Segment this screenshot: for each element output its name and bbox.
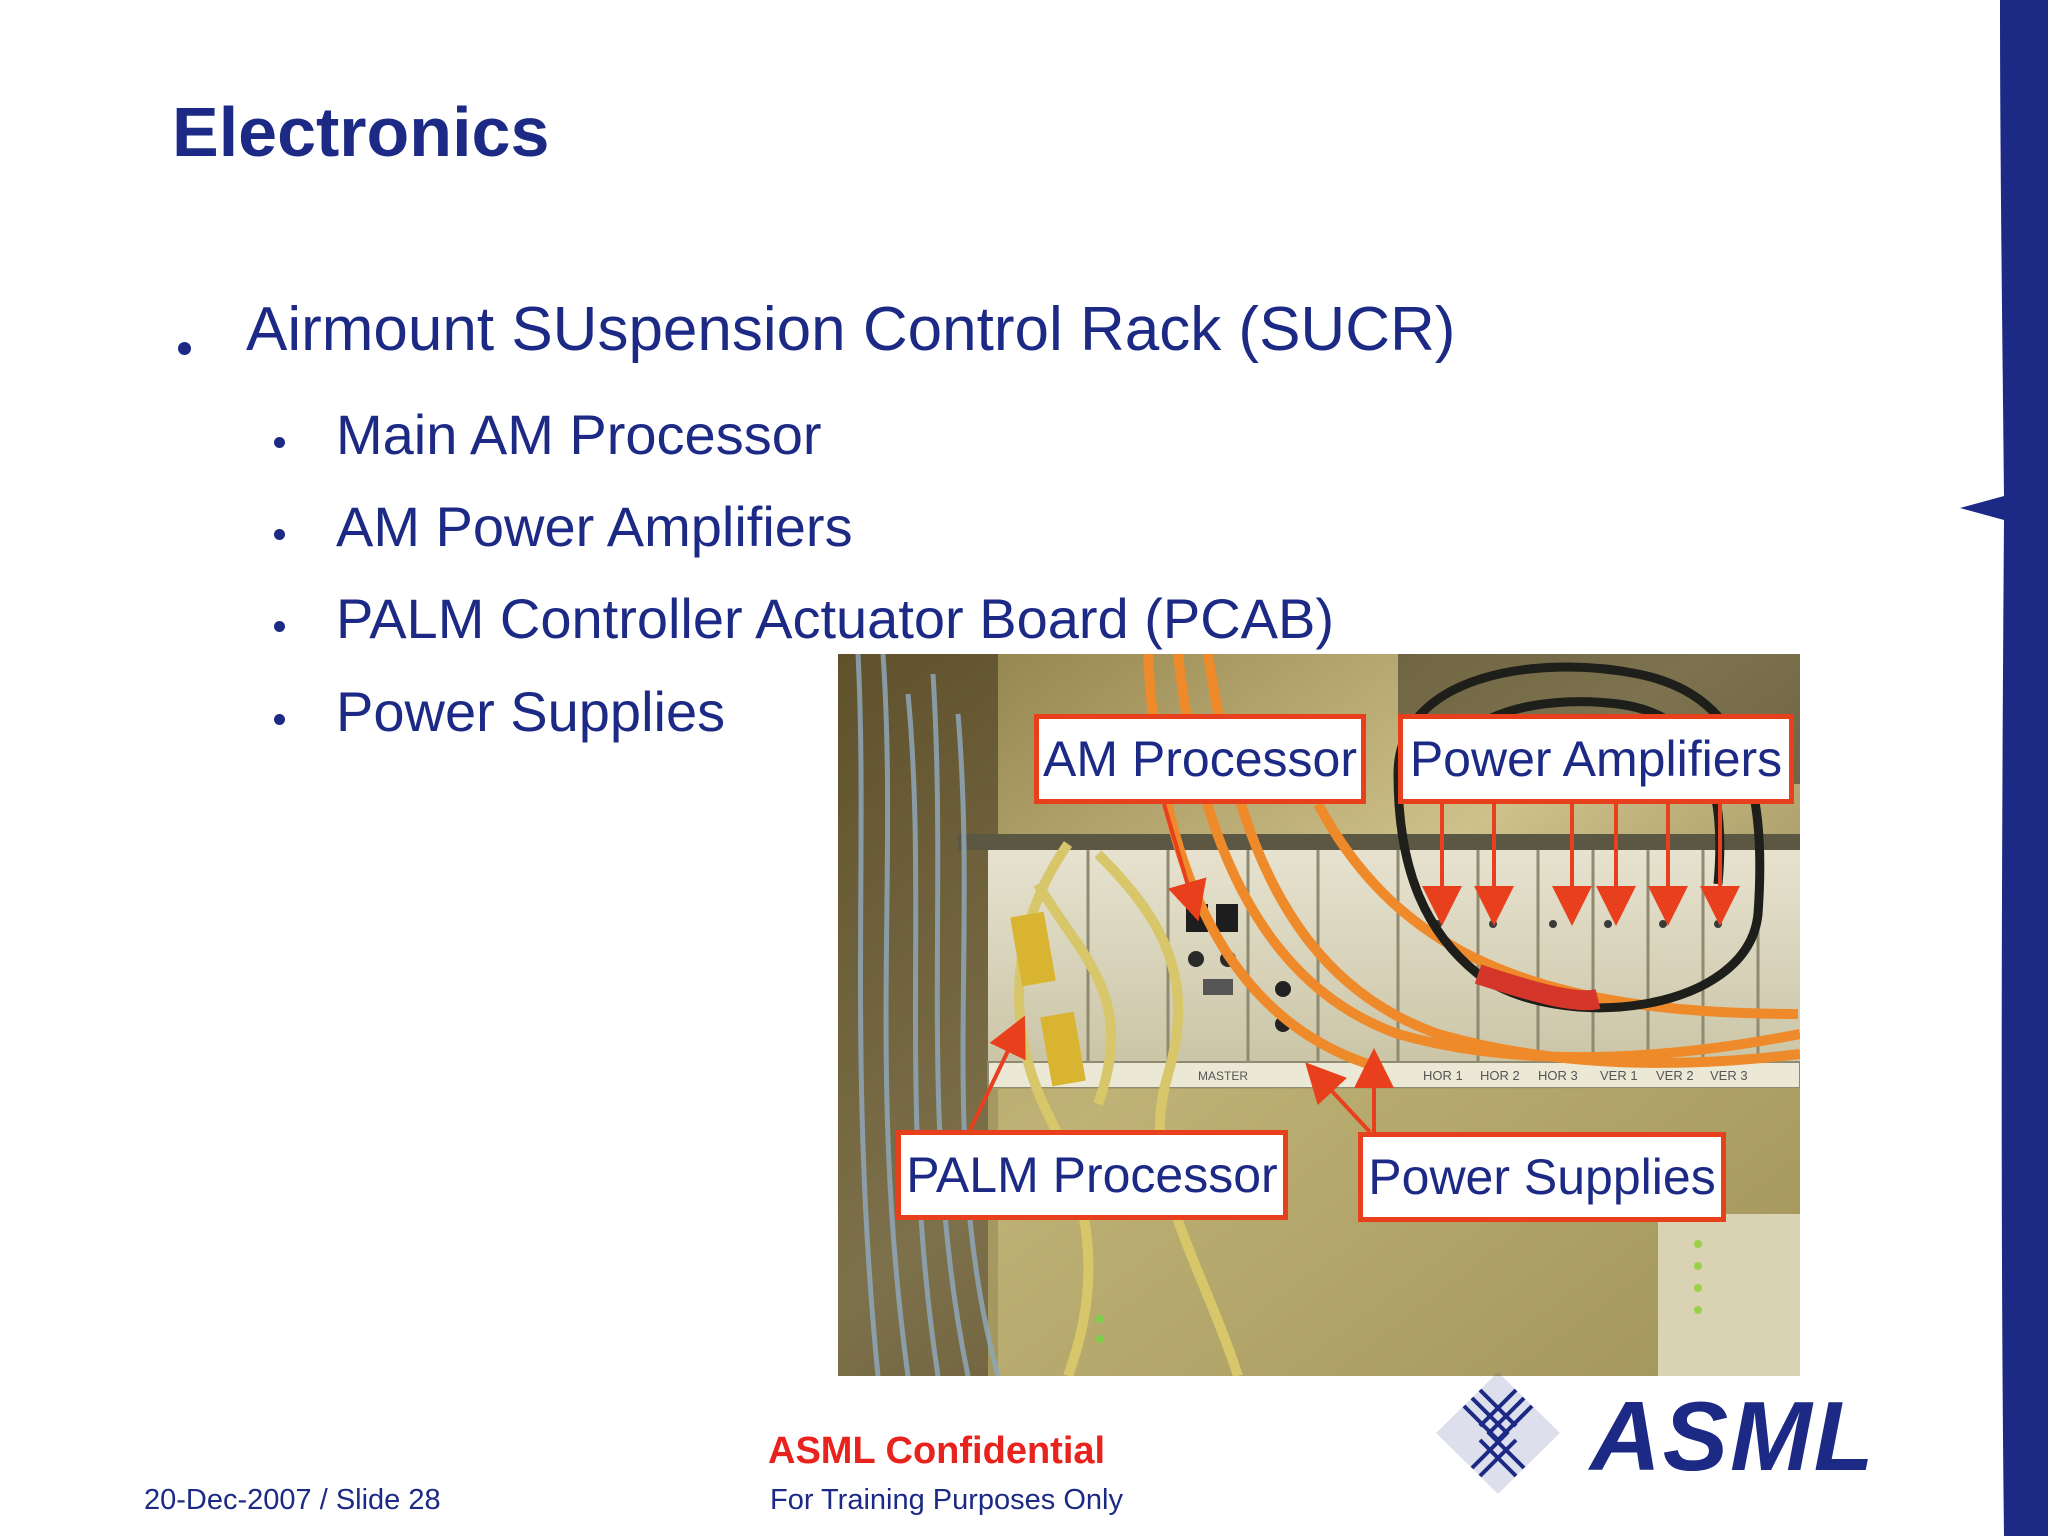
module-label: VER 3 bbox=[1710, 1068, 1748, 1083]
callout-power-supplies: Power Supplies bbox=[1358, 1132, 1726, 1222]
module-label: HOR 2 bbox=[1480, 1068, 1520, 1083]
bullet-main: Airmount SUspension Control Rack (SUCR) bbox=[246, 295, 1456, 364]
rack-photo: MASTER HOR 1 HOR 2 HOR 3 VER 1 VER 2 VER… bbox=[838, 653, 1801, 1378]
bullet-dot bbox=[274, 437, 285, 448]
confidential-label: ASML Confidential bbox=[768, 1430, 1106, 1472]
sub-bullet: PALM Controller Actuator Board (PCAB) bbox=[336, 587, 1335, 650]
bullet-dot bbox=[178, 342, 191, 355]
footer-date-slide: 20-Dec-2007 / Slide 28 bbox=[144, 1484, 441, 1516]
module-label-master: MASTER bbox=[1198, 1069, 1248, 1083]
training-notice: For Training Purposes Only bbox=[770, 1484, 1123, 1516]
sub-bullet: AM Power Amplifiers bbox=[336, 495, 853, 558]
slide-edge-band bbox=[1960, 0, 2048, 1536]
asml-logo-mark bbox=[1436, 1372, 1560, 1494]
callout-palm-processor: PALM Processor bbox=[896, 1130, 1288, 1220]
slide-title: Electronics bbox=[172, 93, 550, 171]
module-label: VER 1 bbox=[1600, 1068, 1638, 1083]
sub-bullet: Main AM Processor bbox=[336, 403, 822, 466]
callout-am-processor: AM Processor bbox=[1034, 714, 1366, 804]
bullet-dot bbox=[274, 621, 285, 632]
module-label: HOR 1 bbox=[1423, 1068, 1463, 1083]
module-label: VER 2 bbox=[1656, 1068, 1694, 1083]
module-label: HOR 3 bbox=[1538, 1068, 1578, 1083]
sub-bullet: Power Supplies bbox=[336, 680, 726, 743]
bullet-dot bbox=[274, 529, 285, 540]
asml-logo-text: ASML bbox=[1590, 1381, 1876, 1491]
bullet-dot bbox=[274, 714, 285, 725]
callout-power-amplifiers: Power Amplifiers bbox=[1398, 714, 1794, 804]
callout-arrows bbox=[968, 803, 1740, 1134]
